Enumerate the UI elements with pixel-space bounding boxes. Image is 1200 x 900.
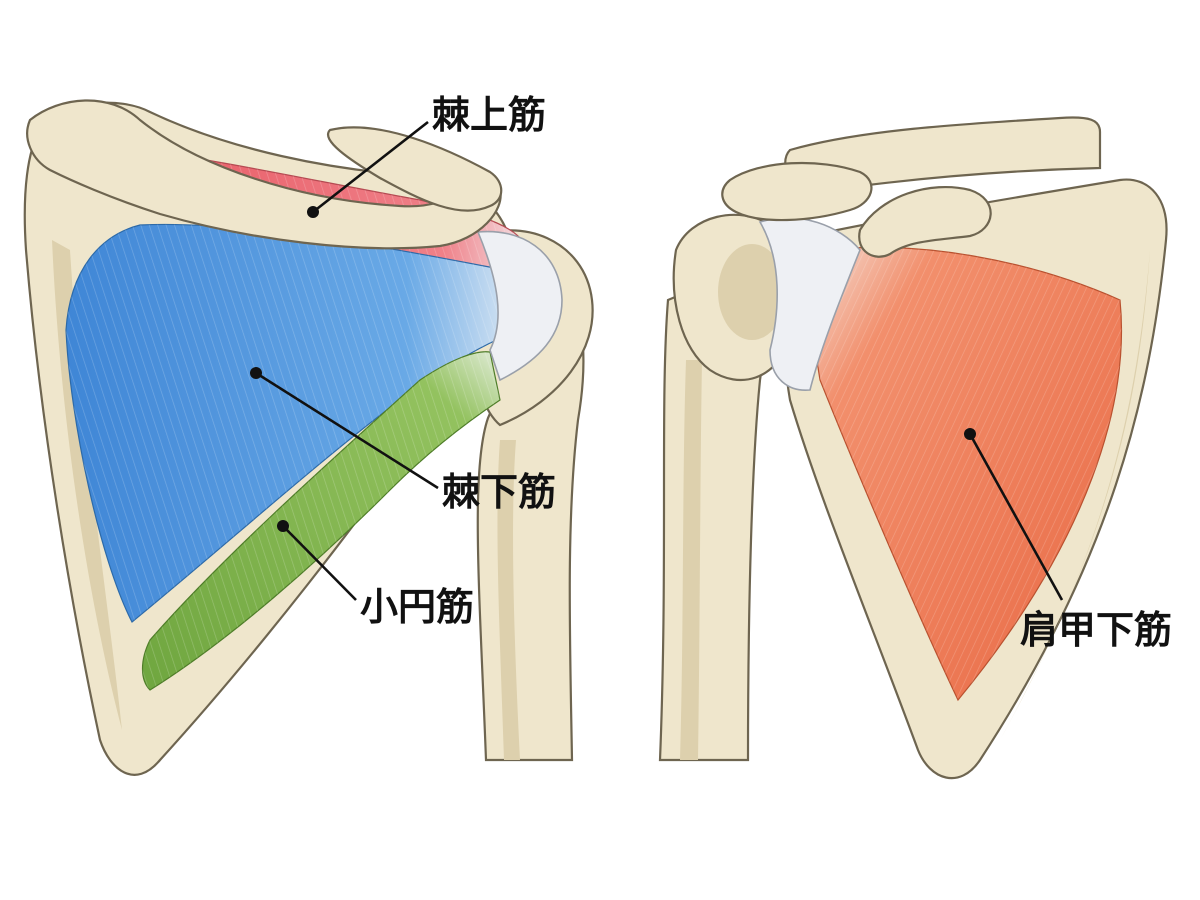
posterior-view bbox=[23, 99, 594, 776]
left-acromion bbox=[327, 126, 503, 212]
pointer-dot-subscapularis bbox=[964, 428, 976, 440]
label-supraspinatus: 棘上筋 bbox=[432, 93, 546, 137]
right-acromion bbox=[721, 161, 873, 222]
label-teres-minor: 小円筋 bbox=[360, 585, 474, 629]
anterior-view bbox=[658, 116, 1168, 780]
label-subscapularis: 肩甲下筋 bbox=[1020, 608, 1172, 652]
label-supraspinatus-group: 棘上筋 bbox=[307, 93, 546, 218]
right-coracoid bbox=[858, 186, 992, 258]
pointer-dot-teres-minor bbox=[277, 520, 289, 532]
label-teres-minor-group: 小円筋 bbox=[277, 520, 474, 629]
left-tendon-insertion bbox=[476, 230, 563, 382]
label-infraspinatus-group: 棘下筋 bbox=[250, 367, 556, 514]
pointer-dot-supraspinatus bbox=[307, 206, 319, 218]
pointer-dot-infraspinatus bbox=[250, 367, 262, 379]
label-subscapularis-group: 肩甲下筋 bbox=[964, 428, 1172, 652]
label-infraspinatus: 棘下筋 bbox=[442, 470, 556, 514]
right-tendon-insertion bbox=[758, 217, 861, 391]
